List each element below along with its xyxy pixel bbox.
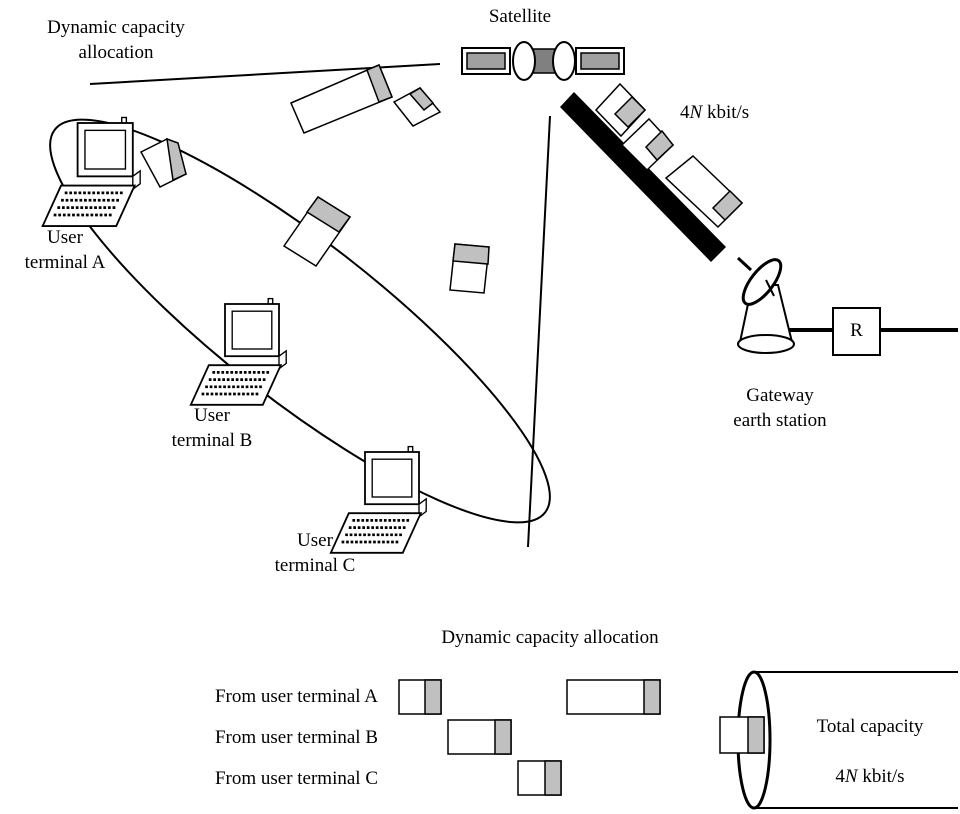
packet-from-a	[398, 679, 442, 715]
dynamic-allocation-label-line1: Dynamic capacity	[47, 17, 185, 38]
packet-entering-pipe	[719, 716, 765, 754]
gateway-label-line1: Gateway	[746, 385, 814, 406]
total-rate-prefix: 4	[835, 766, 845, 787]
satellite-icon	[461, 41, 625, 81]
total-rate-variable: N	[844, 766, 858, 787]
beam-edge-line-right	[527, 115, 551, 548]
uplink-packet	[392, 87, 442, 127]
uplink-packet	[290, 64, 393, 134]
satellite-dish-icon	[736, 256, 795, 354]
satellite-label: Satellite	[488, 6, 552, 27]
downlink-packet	[620, 117, 675, 172]
rate-unit: kbit/s	[702, 102, 750, 123]
gateway-label-line2: earth station	[733, 410, 827, 431]
terminal-c-user-label: User	[297, 530, 333, 551]
beam-edge-line-left	[89, 63, 441, 85]
packet-from-b	[447, 719, 512, 755]
terminal-c-label: terminal C	[274, 555, 356, 576]
downlink-packet	[664, 154, 744, 229]
packet-from-c	[517, 760, 562, 796]
downlink-rate-label: 4N kbit/s	[680, 100, 749, 125]
terminal-b-user-label: User	[194, 405, 230, 426]
total-capacity-label: Total capacity	[816, 716, 924, 737]
total-capacity-rate-label: 4N kbit/s	[785, 764, 955, 789]
from-terminal-b-label: From user terminal B	[214, 727, 378, 748]
downlink-bar	[560, 92, 726, 262]
router-box	[832, 307, 881, 356]
uplink-packet	[282, 195, 352, 268]
from-terminal-c-label: From user terminal C	[214, 768, 378, 789]
router-label: R	[850, 320, 863, 341]
terminal-a-label: terminal A	[24, 252, 106, 273]
uplink-packet	[139, 137, 188, 188]
terminal-a-user-label: User	[47, 227, 83, 248]
rate-variable: N	[689, 102, 703, 123]
from-terminal-a-label: From user terminal A	[214, 686, 378, 707]
terminal-b-label: terminal B	[171, 430, 253, 451]
terminal-b-icon	[189, 297, 288, 407]
downlink-packet	[594, 82, 647, 138]
dynamic-allocation-label-line2: allocation	[78, 42, 154, 63]
uplink-packet	[449, 243, 490, 294]
total-rate-unit: kbit/s	[857, 766, 905, 787]
rate-prefix: 4	[680, 102, 690, 123]
dynamic-allocation-bottom-title: Dynamic capacity allocation	[441, 627, 659, 648]
packet-from-a	[566, 679, 661, 715]
